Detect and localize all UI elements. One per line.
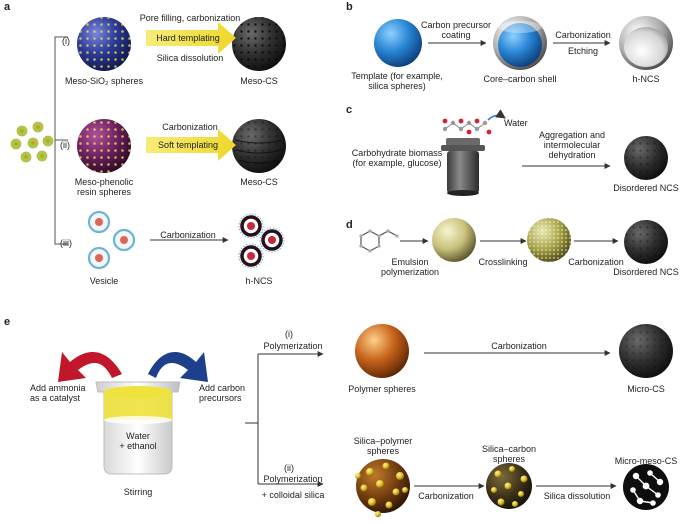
e-route-i-label: (i) — [285, 329, 293, 339]
styrene-molecule-icon — [360, 230, 398, 252]
silica-carbon-sphere — [486, 463, 532, 509]
e-route-ii-int2-line1: Silica–carbon — [481, 444, 537, 454]
e-route-i-output: Micro-CS — [627, 384, 665, 394]
b-intermediate: Core–carbon shell — [483, 74, 557, 84]
e-beaker-line1: Water — [126, 431, 150, 441]
polymer-sphere-e — [355, 324, 409, 378]
micro-meso-cs-sphere — [623, 464, 669, 510]
glucose-molecule-icon — [442, 118, 492, 135]
route-ii-input-2: resin spheres — [76, 187, 132, 197]
d-step2: Crosslinking — [478, 257, 528, 267]
e-route-ii-step3: Silica dissolution — [543, 491, 611, 501]
route-i-step-bottom: Silica dissolution — [156, 53, 224, 63]
e-stirring: Stirring — [123, 487, 153, 497]
beaker-icon — [95, 381, 181, 475]
hncs-cluster-icon — [238, 213, 285, 269]
e-route-i-step2: Carbonization — [491, 341, 547, 351]
route-bracket — [54, 36, 68, 245]
panel-c-art — [441, 109, 668, 196]
e-route-ii-int1-line2: spheres — [366, 446, 400, 456]
b-template-line2: silica spheres) — [368, 81, 426, 91]
b-step1-line1: Carbon precursor — [420, 20, 492, 30]
panel-e-art — [58, 324, 673, 517]
e-route-ii-step: Polymerization — [263, 474, 323, 484]
c-step-line3: dehydration — [548, 150, 596, 160]
c-source-line1: Carbohydrate biomass — [351, 148, 443, 158]
panel-label-e: e — [4, 316, 11, 328]
route-label-i: (i) — [62, 36, 70, 46]
route-i-input: Meso-SiO₂ spheres — [64, 76, 144, 86]
e-route-ii-int2-line2: spheres — [492, 454, 526, 464]
silica-polymer-sphere — [355, 459, 410, 517]
c-source-line2: (for example, glucose) — [352, 158, 442, 168]
route-e-bracket — [245, 353, 322, 485]
e-route-i-intermediate: Polymer spheres — [348, 384, 416, 394]
b-output: h-NCS — [632, 74, 660, 84]
hard-templating-label: Hard templating — [156, 33, 220, 43]
d-output: Disordered NCS — [613, 267, 679, 277]
c-step-line1: Aggregation and — [538, 130, 606, 140]
route-ii-step-top: Carbonization — [162, 122, 218, 132]
b-template-line1: Template (for example, — [351, 71, 443, 81]
e-route-ii-output: Micro-meso-CS — [614, 456, 678, 466]
route-iii-step-top: Carbonization — [160, 230, 216, 240]
hard-templating-arrow — [146, 22, 236, 54]
e-route-ii-int1-line1: Silica–polymer — [353, 436, 413, 446]
route-label-ii: (ii) — [60, 140, 70, 150]
e-route-ii-step-extra: + colloidal silica — [261, 490, 325, 500]
route-ii-output: Meso-CS — [240, 177, 278, 187]
e-route-ii-step2: Carbonization — [418, 491, 474, 501]
e-beaker-line2: + ethanol — [119, 441, 157, 451]
panel-b-art — [374, 16, 673, 70]
template-sphere — [374, 19, 422, 67]
e-right-line1: Add carbon — [199, 383, 246, 393]
micelle-cluster-icon — [10, 121, 54, 163]
vesicle-cluster-icon — [87, 210, 136, 270]
autoclave-icon — [441, 138, 485, 196]
d-step1-line2: polymerization — [380, 267, 440, 277]
b-step2-top: Carbonization — [555, 30, 611, 40]
e-left-line2: as a catalyst — [30, 393, 81, 403]
route-iii-input: Vesicle — [89, 276, 119, 286]
route-i-step-top: Pore filling, carbonization — [139, 13, 241, 23]
d-step1-line1: Emulsion — [391, 257, 429, 267]
panel-a-art — [10, 17, 286, 270]
c-output: Disordered NCS — [613, 183, 679, 193]
e-left-line1: Add ammonia — [30, 383, 86, 393]
e-route-ii-label: (ii) — [284, 463, 294, 473]
panel-label-a: a — [4, 1, 11, 13]
panel-d-art — [359, 218, 668, 264]
route-iii-output: h-NCS — [245, 276, 273, 286]
e-right-line2: precursors — [199, 393, 242, 403]
b-step2-bottom: Etching — [567, 46, 599, 56]
route-i-output: Meso-CS — [240, 76, 278, 86]
panel-label-c: c — [346, 104, 353, 116]
soft-templating-label: Soft templating — [157, 140, 219, 150]
carbon-precursor-arrow-icon — [148, 351, 208, 382]
route-ii-input-1: Meso-phenolic — [74, 177, 134, 187]
b-step1-line2: coating — [441, 30, 471, 40]
soft-templating-arrow — [146, 129, 236, 161]
e-route-i-step: Polymerization — [263, 341, 323, 351]
polymer-sphere-d — [432, 218, 476, 262]
c-water: Water — [504, 118, 528, 128]
d-step3: Carbonization — [568, 257, 624, 267]
ammonia-arrow-icon — [58, 351, 122, 382]
c-step-line2: intermolecular — [543, 140, 601, 150]
route-label-iii: (iii) — [60, 238, 72, 248]
panel-label-b: b — [346, 1, 353, 13]
panel-label-d: d — [346, 219, 353, 231]
